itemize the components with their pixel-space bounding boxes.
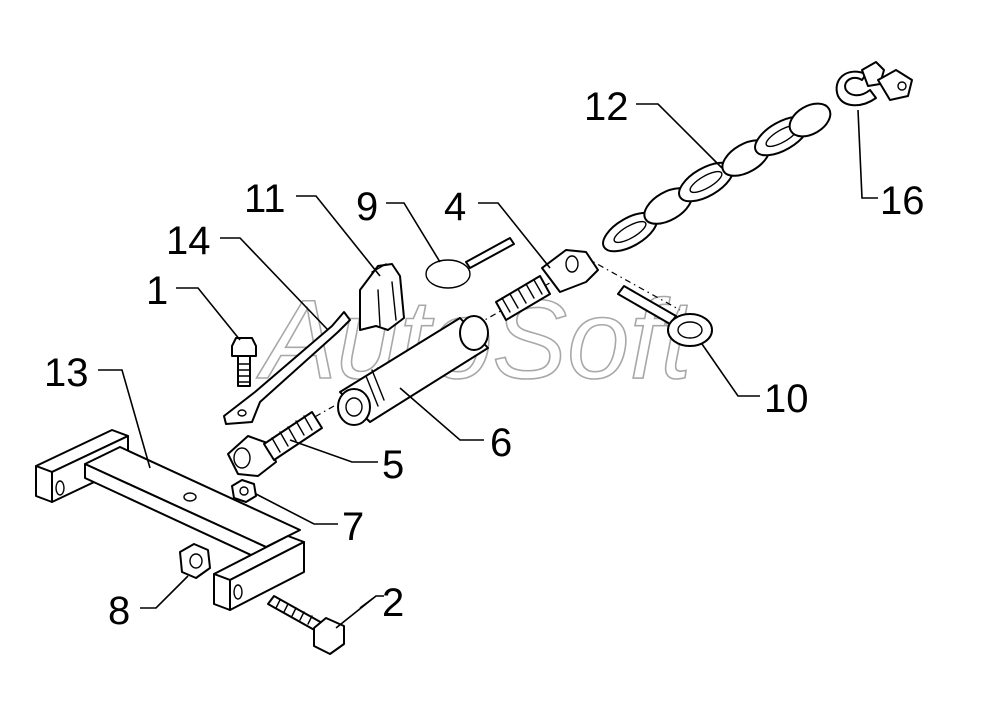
callout-12: 12 [584,85,629,129]
part-2-bolt [267,595,345,655]
part-9-ring-pin [425,237,515,289]
part-10-pin [617,285,713,347]
part-13-crossbar [35,429,305,611]
part-8-nut [179,543,211,579]
part-12-chain [602,102,832,253]
callout-1: 1 [146,269,168,313]
callout-2: 2 [382,581,404,625]
callout-14: 14 [166,219,211,263]
part-16-shackle [835,61,913,107]
callout-labels: 1 2 4 5 6 7 8 9 10 11 12 13 14 16 [44,85,925,633]
callout-10: 10 [764,377,809,421]
part-6-sleeve [337,315,489,426]
callout-4: 4 [444,185,466,229]
part-14-plate [223,311,351,425]
callout-11: 11 [244,177,286,221]
part-4-threaded-fork [495,249,599,321]
callout-8: 8 [108,589,130,633]
callout-leader-lines [98,103,878,629]
callout-13: 13 [44,351,89,395]
part-7-nut [231,479,257,503]
part-5-threaded-eye [227,411,323,477]
callout-9: 9 [356,185,378,229]
callout-16: 16 [880,179,925,223]
part-1-bolt [231,337,257,387]
callout-6: 6 [490,421,512,465]
callout-7: 7 [342,505,364,549]
part-11-clip [359,263,405,331]
callout-5: 5 [382,443,404,487]
